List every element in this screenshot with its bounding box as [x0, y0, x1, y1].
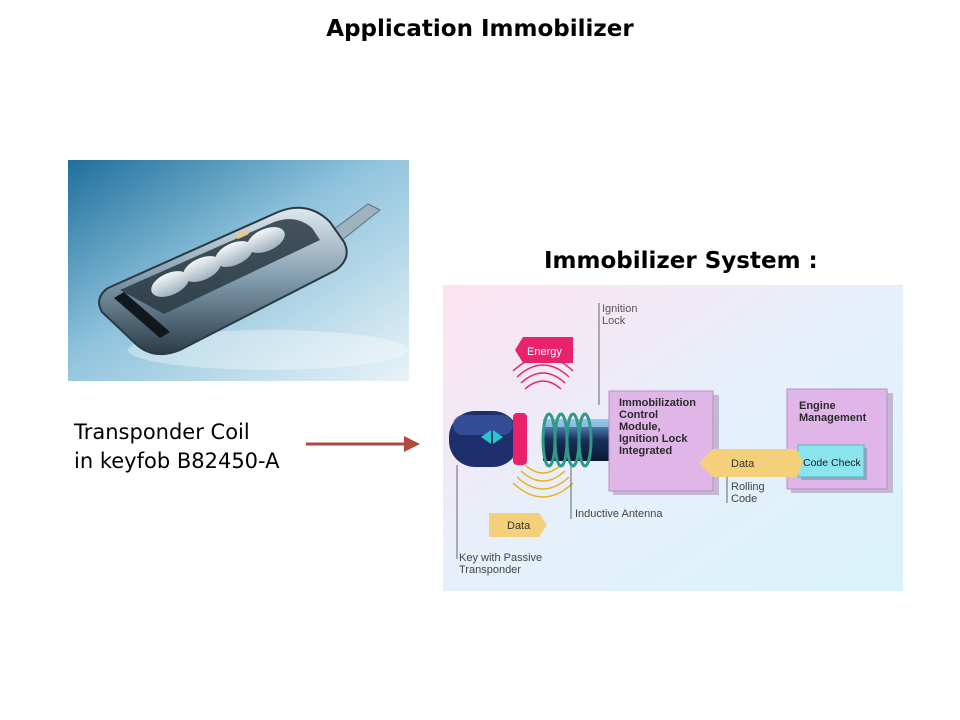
transponder-right-icon: [493, 430, 503, 444]
energy-arrow: [515, 337, 573, 363]
transponder-caption: Transponder Coil in keyfob B82450-A: [74, 418, 280, 476]
ignition-lock-label-2: Lock: [602, 315, 626, 327]
rolling-code-line-2: Code: [731, 493, 757, 505]
engine-line-1: Engine: [799, 400, 836, 412]
key-collar: [513, 413, 527, 465]
pointer-arrow: [306, 436, 420, 452]
key-label-line-1: Key with Passive: [459, 552, 542, 564]
page-title: Application Immobilizer: [326, 16, 634, 42]
data-arrow-mid: [699, 449, 803, 477]
energy-waves: [512, 356, 574, 390]
energy-label: Energy: [527, 346, 562, 358]
immobilizer-diagram: Ignition Lock Energy: [443, 285, 903, 591]
data-arrow-left: [489, 513, 547, 537]
inductive-antenna-label: Inductive Antenna: [575, 508, 663, 520]
inductive-antenna-coil: [541, 412, 593, 468]
keyfob-image: [68, 160, 409, 381]
key-label-line-2: Transponder: [459, 564, 521, 576]
control-module-line-2: Control: [619, 409, 658, 421]
system-heading: Immobilizer System :: [544, 248, 818, 274]
data-mid-label: Data: [731, 458, 755, 470]
code-check-label: Code Check: [803, 457, 862, 469]
caption-line-1: Transponder Coil: [74, 420, 250, 444]
transponder-left-icon: [481, 430, 491, 444]
data-left-label: Data: [507, 520, 531, 532]
engine-line-2: Management: [799, 412, 867, 424]
control-module-line-4: Ignition Lock: [619, 433, 688, 445]
control-module-line-3: Module,: [619, 421, 661, 433]
data-waves: [512, 464, 574, 498]
ignition-lock-label-1: Ignition: [602, 303, 637, 315]
control-module-line-5: Integrated: [619, 445, 672, 457]
caption-line-2: in keyfob B82450-A: [74, 449, 280, 473]
rolling-code-line-1: Rolling: [731, 481, 765, 493]
control-module-box: [608, 390, 714, 492]
control-module-line-1: Immobilization: [619, 397, 696, 409]
